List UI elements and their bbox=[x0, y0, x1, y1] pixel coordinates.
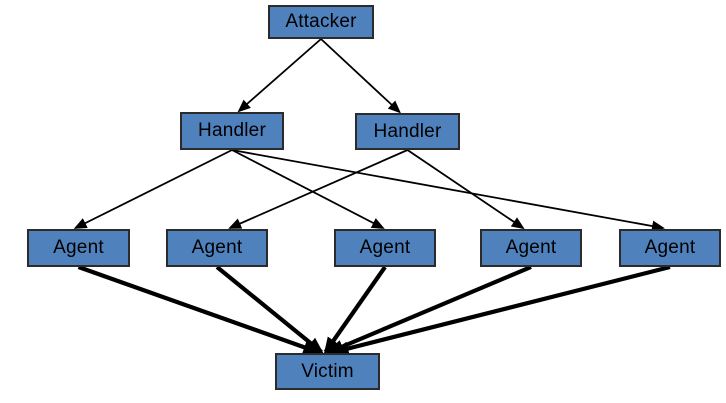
edge-handler1-agent3 bbox=[231, 149, 385, 229]
node-attacker: Attacker bbox=[268, 5, 374, 39]
node-agent4: Agent bbox=[480, 229, 582, 267]
edge-handler1-agent5 bbox=[231, 149, 665, 232]
node-label: Agent bbox=[359, 237, 411, 258]
node-label: Agent bbox=[505, 237, 557, 258]
edge-agent2-victim bbox=[215, 265, 324, 354]
node-label: Handler bbox=[373, 120, 442, 142]
edge-agent1-victim bbox=[77, 265, 321, 354]
edge-agent3-victim bbox=[323, 265, 387, 355]
edge-handler2-agent2 bbox=[228, 149, 408, 229]
edge-handler2-agent4 bbox=[406, 149, 525, 230]
edge-agent4-victim bbox=[326, 265, 532, 354]
node-label: Attacker bbox=[285, 11, 357, 32]
node-agent3: Agent bbox=[334, 229, 436, 267]
node-victim: Victim bbox=[275, 353, 380, 390]
node-agent1: Agent bbox=[27, 229, 130, 267]
edge-attacker-handler2 bbox=[320, 38, 401, 114]
node-label: Agent bbox=[53, 237, 104, 258]
edge-agent5-victim bbox=[331, 264, 671, 356]
node-label: Handler bbox=[198, 120, 266, 141]
node-handler2: Handler bbox=[355, 113, 460, 150]
node-label: Victim bbox=[301, 360, 354, 382]
node-label: Agent bbox=[191, 237, 243, 258]
node-handler1: Handler bbox=[180, 112, 284, 150]
edge-attacker-handler1 bbox=[237, 38, 322, 113]
node-label: Agent bbox=[644, 237, 696, 258]
node-agent2: Agent bbox=[166, 229, 268, 267]
edge-handler1-agent1 bbox=[73, 149, 233, 229]
node-agent5: Agent bbox=[619, 229, 721, 267]
